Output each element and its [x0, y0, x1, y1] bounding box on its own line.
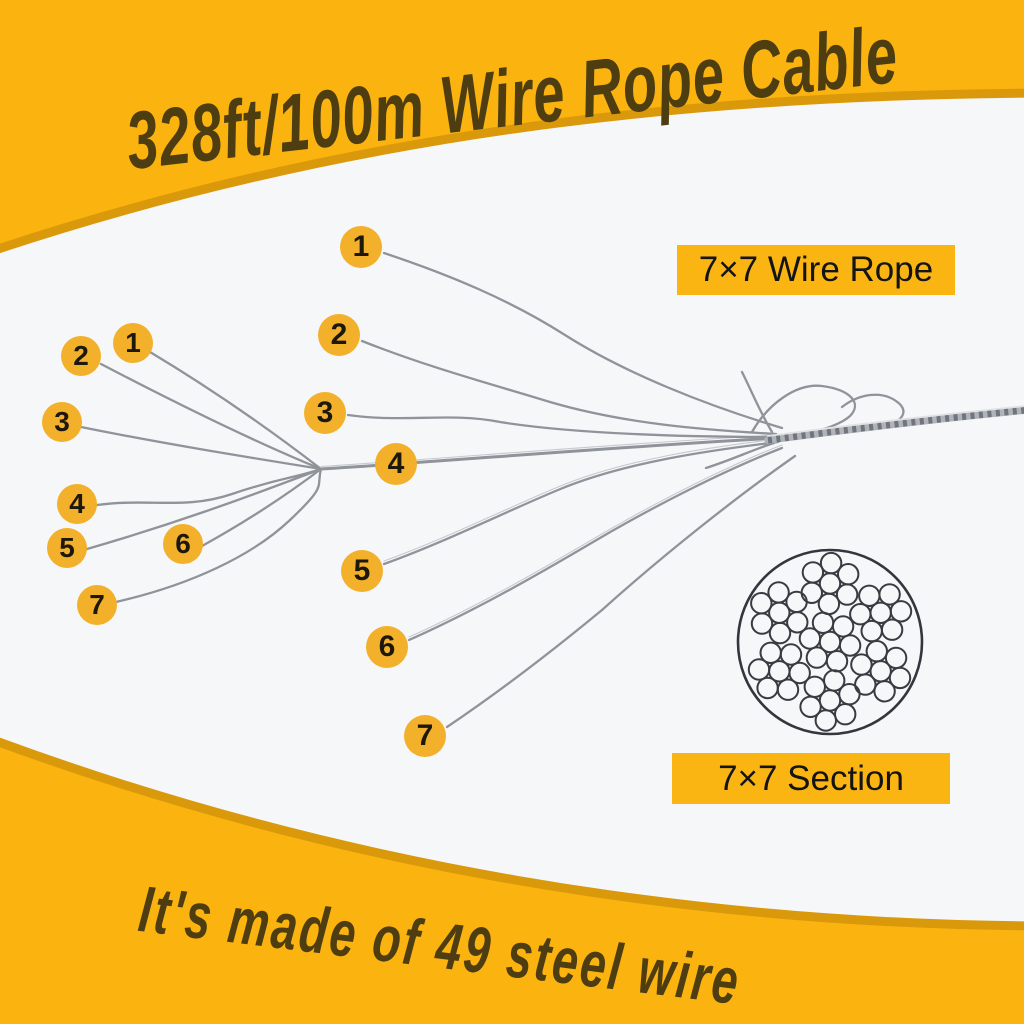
- wire-strand-path: [99, 362, 323, 471]
- section-wire-circle: [888, 666, 912, 690]
- wire-strand-path: [148, 350, 323, 471]
- wire-strand-path: [407, 446, 784, 642]
- wire-strand-path: [79, 425, 323, 471]
- wire-strand-path: [95, 467, 323, 507]
- wire-strand-highlight: [408, 444, 783, 638]
- section-wire-circle: [798, 627, 822, 650]
- section-wire-circle: [831, 615, 855, 638]
- wire-strand-path: [85, 467, 323, 551]
- section-wire-circle: [873, 680, 896, 703]
- section-wire-circle: [750, 592, 773, 615]
- wire-strand-path: [360, 339, 778, 436]
- strand-badge-left-3: 3: [42, 402, 82, 442]
- section-wire-circle: [838, 634, 862, 657]
- wire-rope-label-text: 7×7 Wire Rope: [698, 250, 934, 289]
- section-wire-circle: [878, 583, 901, 606]
- section-wire-circle: [788, 661, 811, 685]
- knot-loop-path: [740, 370, 774, 434]
- knot-loop-path: [704, 441, 776, 470]
- section-wire-circle: [767, 581, 790, 604]
- section-wire-circle: [850, 653, 873, 676]
- wire-strand-path: [382, 440, 780, 566]
- section-wire-circle: [865, 640, 888, 663]
- wire-strand-path: [200, 467, 323, 548]
- section-outer-circle: [736, 548, 924, 736]
- wire-strand-path: [346, 413, 774, 439]
- section-wire-circle: [805, 646, 829, 669]
- cross-section-diagram: [736, 548, 924, 736]
- section-label-text: 7×7 Section: [718, 758, 904, 798]
- strand-badge-middle-4: 4: [375, 443, 417, 485]
- strand-badge-left-5: 5: [47, 528, 87, 568]
- section-wire-circle: [817, 592, 841, 616]
- section-wire-circle: [776, 678, 800, 701]
- cable-body: [764, 406, 1024, 444]
- section-wire-circle: [801, 561, 825, 584]
- strand-badge-left-4: 4: [57, 484, 97, 524]
- section-label: 7×7 Section: [672, 753, 950, 804]
- section-wire-circle: [889, 600, 913, 623]
- strand-badge-middle-6: 6: [366, 626, 408, 668]
- strand-badge-middle-5: 5: [341, 550, 383, 592]
- section-wire-circle: [849, 603, 872, 626]
- strand-badge-middle-7: 7: [404, 715, 446, 757]
- strand-badge-middle-1: 1: [340, 226, 382, 268]
- section-wire-circle: [768, 621, 792, 645]
- wire-rope-label: 7×7 Wire Rope: [677, 245, 955, 295]
- section-wire-circle: [786, 611, 809, 634]
- cable-highlight: [767, 405, 1024, 437]
- wire-strands-group: [79, 251, 905, 729]
- wire-strand-path: [445, 454, 797, 729]
- strand-badge-middle-3: 3: [304, 392, 346, 434]
- section-wire-circle: [837, 563, 860, 586]
- section-wire-circle: [834, 703, 857, 726]
- strand-badge-left-2: 2: [61, 336, 101, 376]
- section-wire-circle: [823, 669, 846, 692]
- section-wire-circle: [747, 658, 771, 681]
- braided-cable: [764, 405, 1024, 444]
- strand-badge-middle-2: 2: [318, 314, 360, 356]
- section-wire-circle: [819, 551, 843, 575]
- wire-strand-path: [114, 467, 323, 604]
- strand-badge-left-1: 1: [113, 323, 153, 363]
- core-cable-highlight: [320, 434, 777, 468]
- wire-strand-path: [382, 251, 784, 430]
- strand-badge-left-6: 6: [163, 524, 203, 564]
- core-cable-path: [319, 436, 778, 471]
- wire-strand-highlight: [383, 438, 779, 562]
- section-wire-circle: [779, 643, 803, 666]
- strand-badge-left-7: 7: [77, 585, 117, 625]
